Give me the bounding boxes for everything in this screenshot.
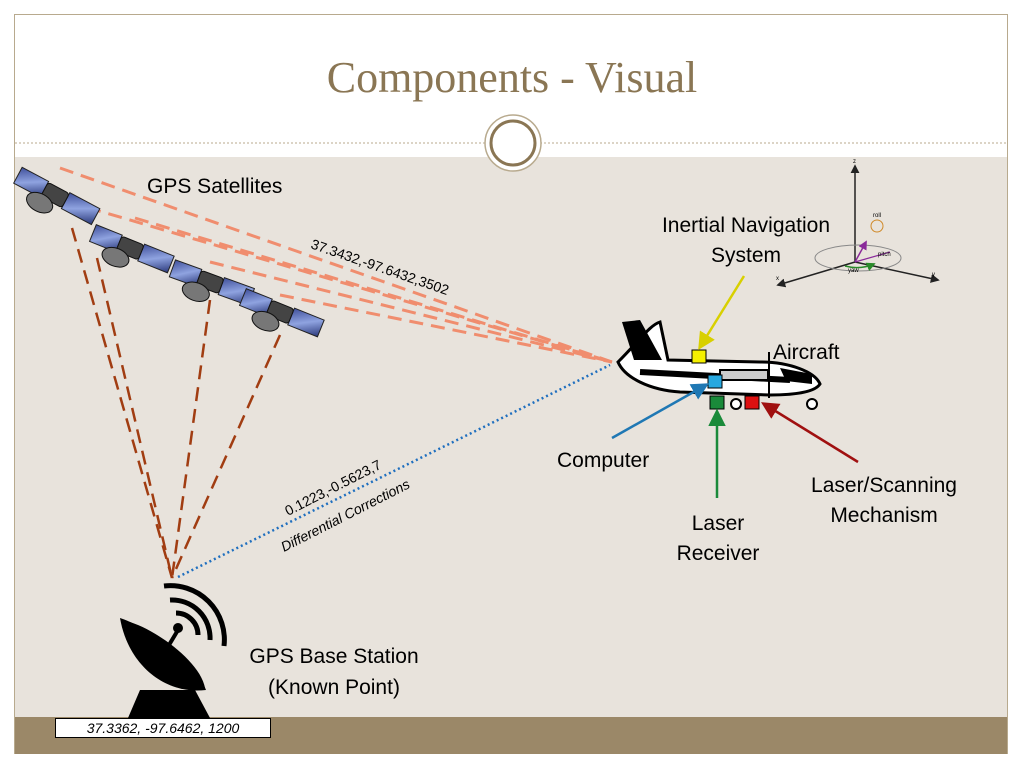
axis-z-label: z	[853, 159, 856, 165]
aircraft-coordinates-label: 37.3432,-97.6432,3502	[309, 236, 451, 298]
ins-marker	[691, 349, 707, 364]
laser-scanning-label-line2: Mechanism	[830, 504, 937, 527]
satellite-to-aircraft-lines	[44, 166, 613, 364]
aircraft-label: Aircraft	[773, 341, 840, 364]
axis-y-label: y	[932, 272, 935, 278]
gps-base-station-icon	[120, 583, 227, 718]
slide-title: Components - Visual	[326, 53, 698, 102]
computer-pointer	[611, 383, 710, 440]
satellite-to-base-lines	[70, 227, 282, 579]
differential-link	[177, 363, 611, 579]
computer-label: Computer	[557, 449, 649, 472]
base-station-label-line2: (Known Point)	[268, 676, 400, 699]
ins-label-line2: System	[711, 244, 781, 267]
receiver-marker	[709, 395, 725, 410]
ins-pointer	[698, 275, 746, 350]
laser-receiver-label-line2: Receiver	[677, 542, 760, 565]
ornament-circle-inner	[489, 119, 537, 167]
gps-satellite-2	[88, 224, 175, 274]
pitch-label: pitch	[878, 252, 891, 258]
base-coordinates-box: 37.3362, -97.6462, 1200	[55, 718, 271, 738]
base-station-label-line1: GPS Base Station	[249, 645, 418, 668]
gps-satellite-4	[238, 288, 325, 338]
computer-marker	[707, 374, 723, 389]
gps-satellite-1	[13, 166, 101, 226]
laser-receiver-label-line1: Laser	[692, 512, 745, 535]
laser-scanning-label-line1: Laser/Scanning	[811, 474, 957, 497]
ins-label-line1: Inertial Navigation	[662, 214, 830, 237]
scanner-pointer	[761, 402, 859, 464]
attitude-axes-diagram: z y x roll pitch yaw	[776, 159, 940, 288]
yaw-label: yaw	[848, 268, 859, 274]
scanner-marker	[744, 395, 760, 410]
gps-satellites-label: GPS Satellites	[147, 175, 282, 198]
axis-x-label: x	[776, 276, 779, 282]
header-divider	[15, 114, 1007, 172]
roll-label: roll	[873, 213, 881, 219]
